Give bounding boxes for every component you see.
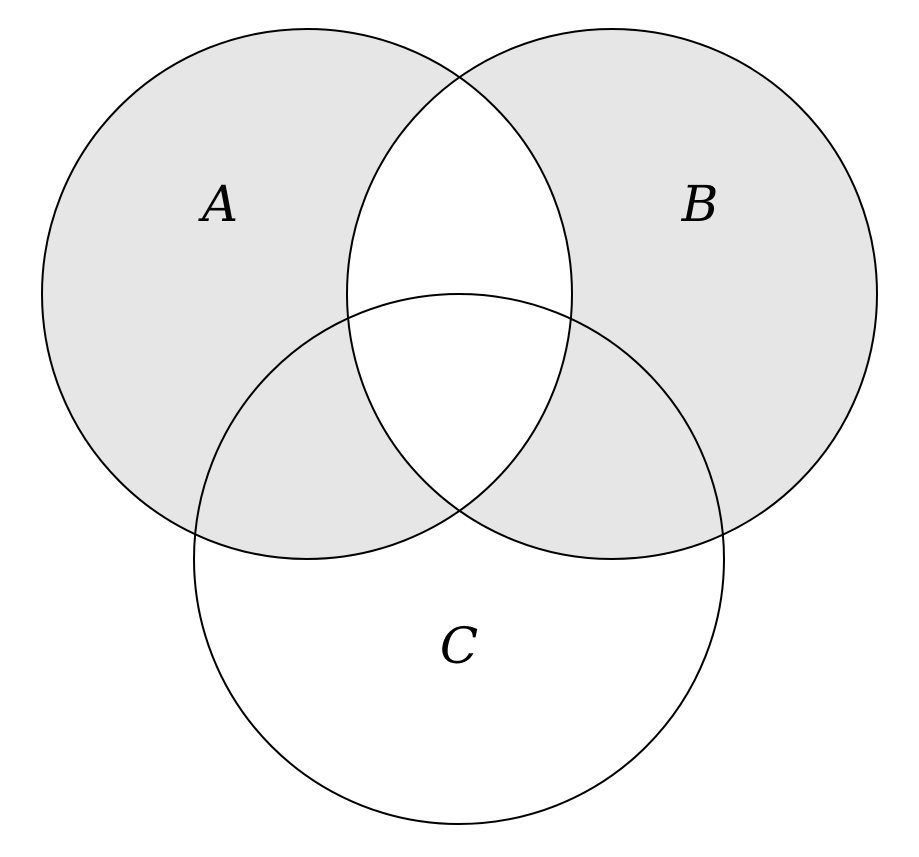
set-c-circle <box>193 293 725 825</box>
set-b-circle <box>346 28 878 560</box>
set-a-circle <box>41 28 573 560</box>
region-a-intersect-b-fill <box>347 29 572 559</box>
set-a-label: A <box>198 175 238 233</box>
set-b-label: B <box>681 175 719 233</box>
set-c-label: C <box>440 617 478 675</box>
